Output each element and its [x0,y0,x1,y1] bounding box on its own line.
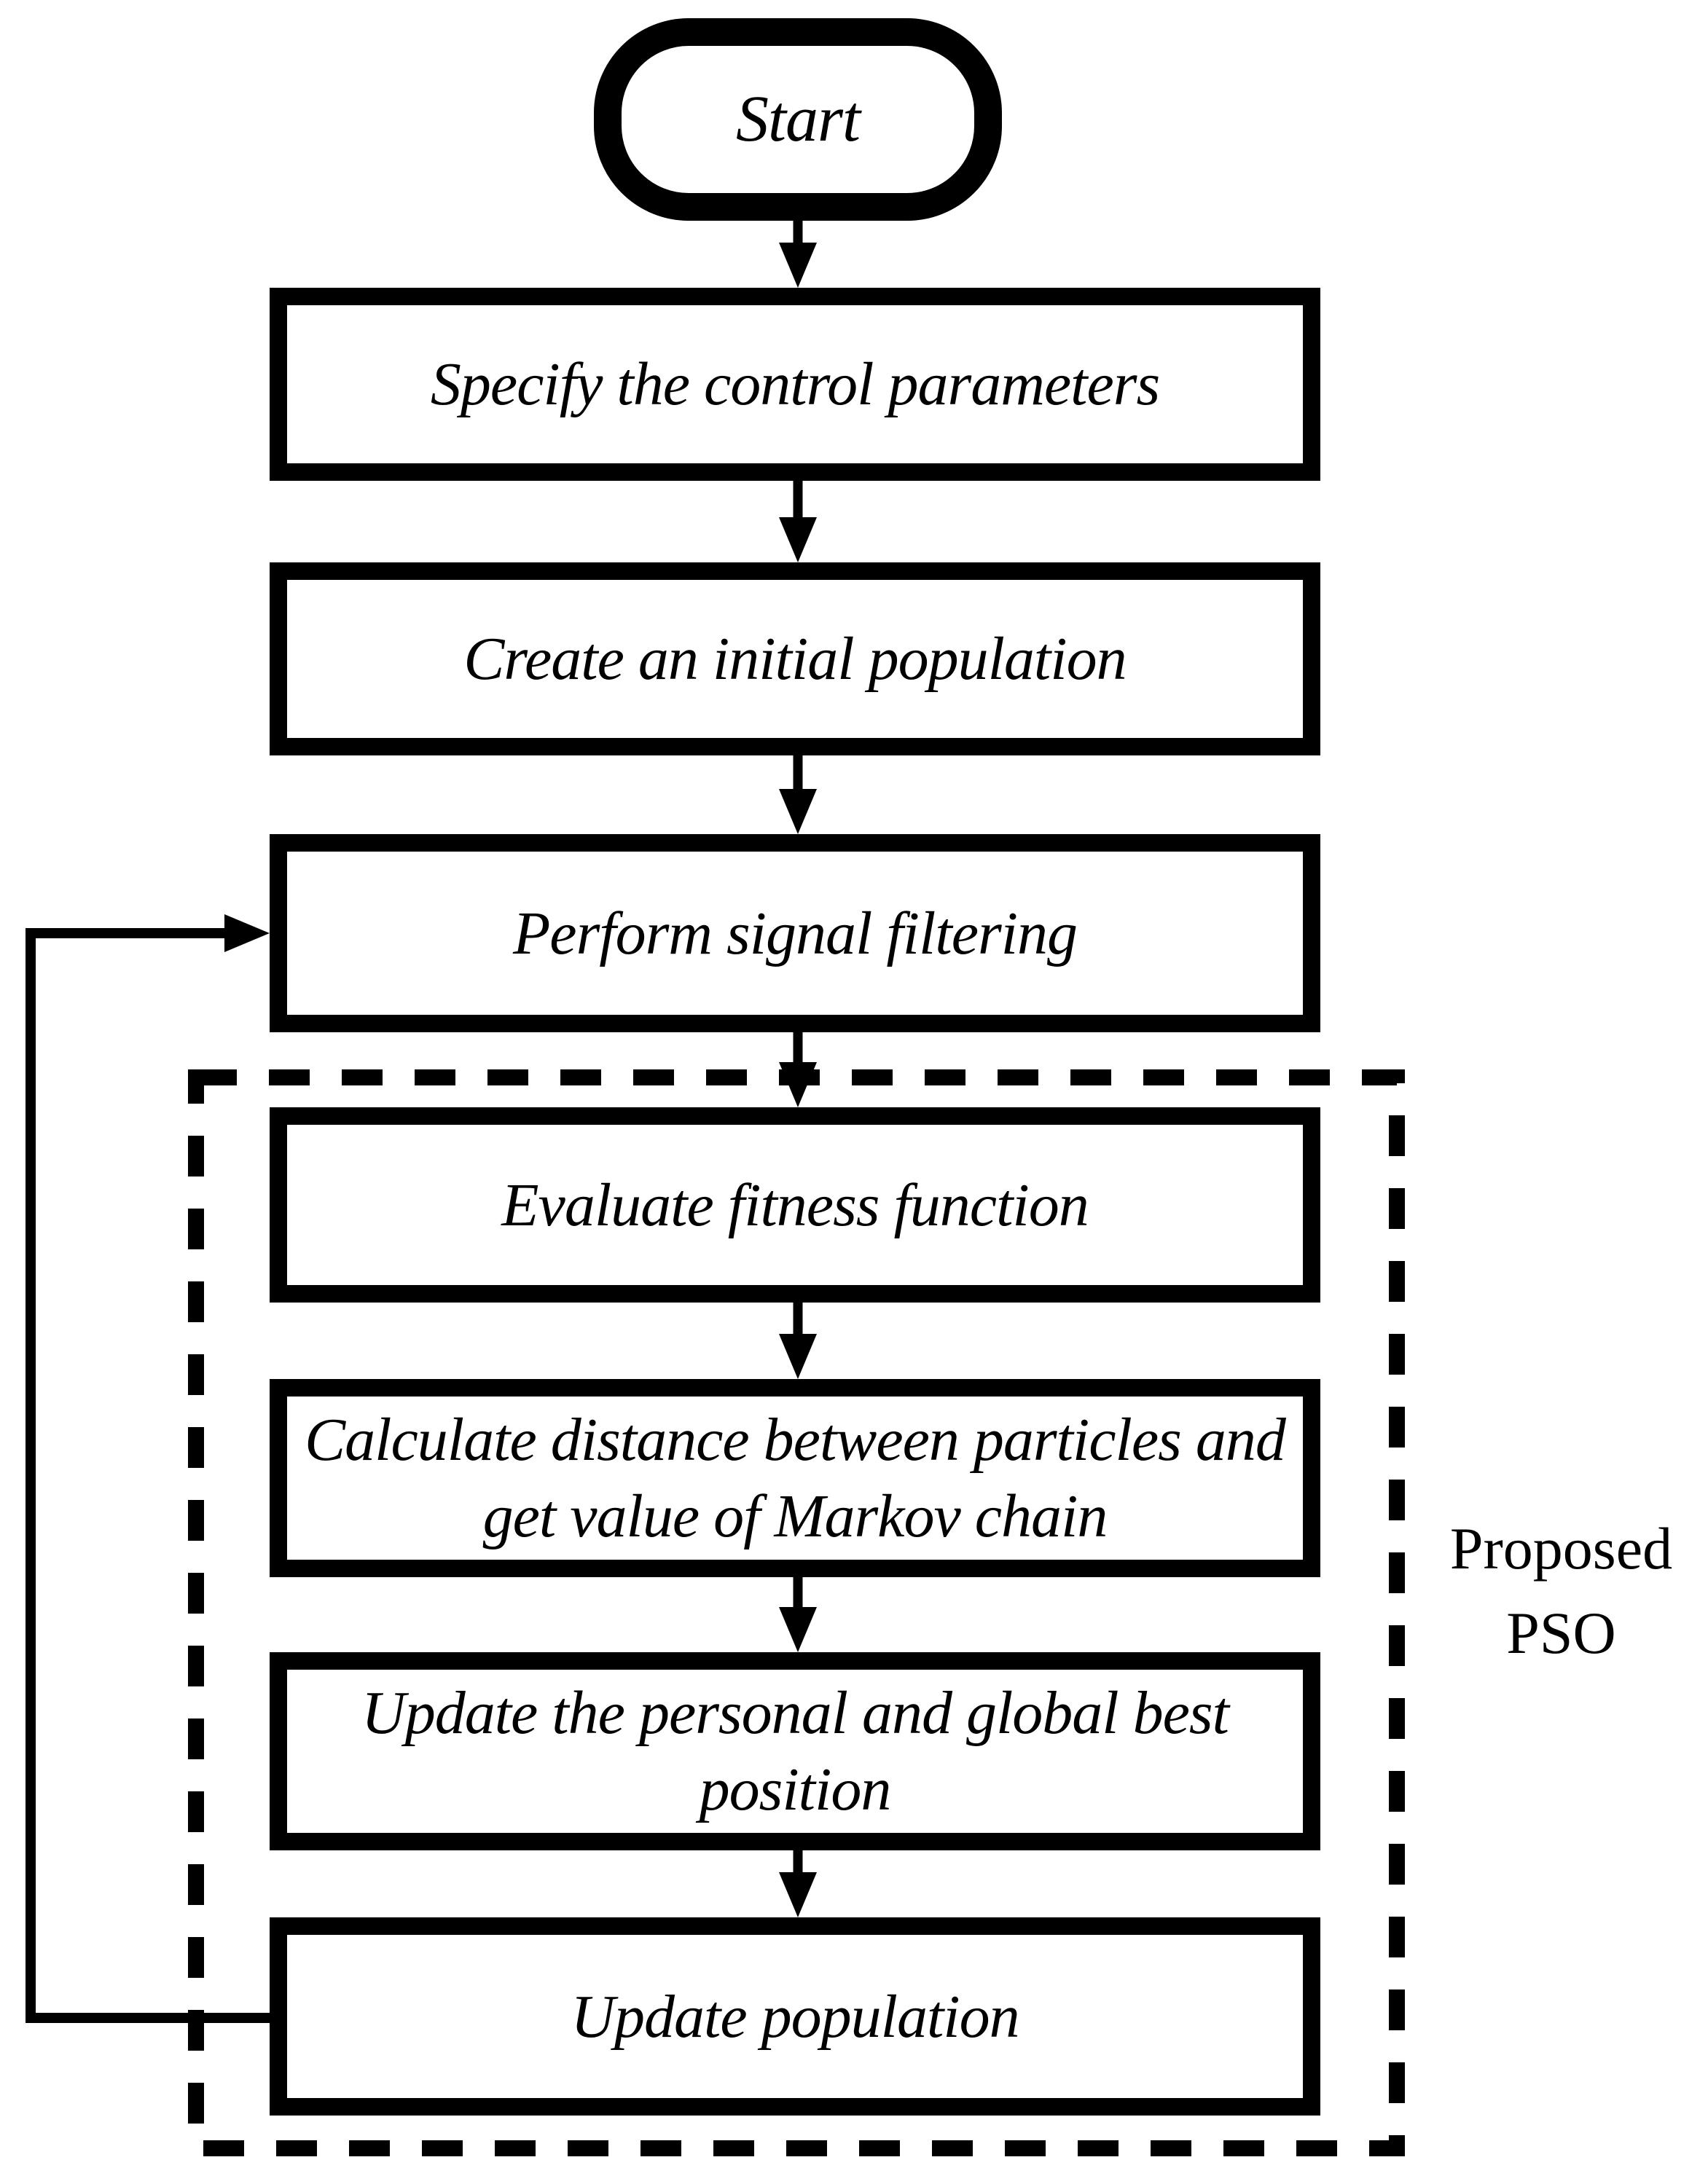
node-evaluate-label: Evaluate fitness function [501,1171,1089,1239]
node-create-label: Create an initial population [463,625,1127,693]
node-start: Start [594,18,1002,221]
node-update-best-label: Update the personal and global best posi… [361,1679,1229,1823]
arrow-start-to-specify [779,221,817,288]
node-specify-control-parameters: Specify the control parameters [270,288,1320,481]
feedback-arrowhead-icon [224,914,270,952]
arrow-update-best-to-update-pop [779,1850,817,1917]
feedback-connector [26,928,270,2023]
node-specify-label: Specify the control parameters [430,350,1160,418]
node-calculate-distance-markov: Calculate distance between particles and… [270,1379,1320,1577]
node-update-personal-global-best: Update the personal and global best posi… [270,1652,1320,1850]
node-create-initial-population: Create an initial population [270,562,1320,755]
node-update-population: Update population [270,1917,1320,2116]
node-start-label: Start [735,82,861,155]
node-filter-label: Perform signal filtering [513,899,1078,967]
node-perform-signal-filtering: Perform signal filtering [270,834,1320,1032]
arrow-distance-to-update-best [779,1577,817,1652]
arrow-filter-to-evaluate [779,1032,817,1107]
proposed-pso-label-line1: Proposed [1449,1515,1673,1582]
arrow-create-to-filter [779,755,817,834]
node-distance-label: Calculate distance between particles and… [305,1406,1286,1550]
node-update-pop-label: Update population [571,1982,1019,2051]
arrow-specify-to-create [779,481,817,562]
node-evaluate-fitness-function: Evaluate fitness function [270,1107,1320,1303]
proposed-pso-label-line2: PSO [1506,1600,1616,1667]
arrow-evaluate-to-distance [779,1303,817,1379]
proposed-pso-label: Proposed PSO [1417,1507,1705,1676]
